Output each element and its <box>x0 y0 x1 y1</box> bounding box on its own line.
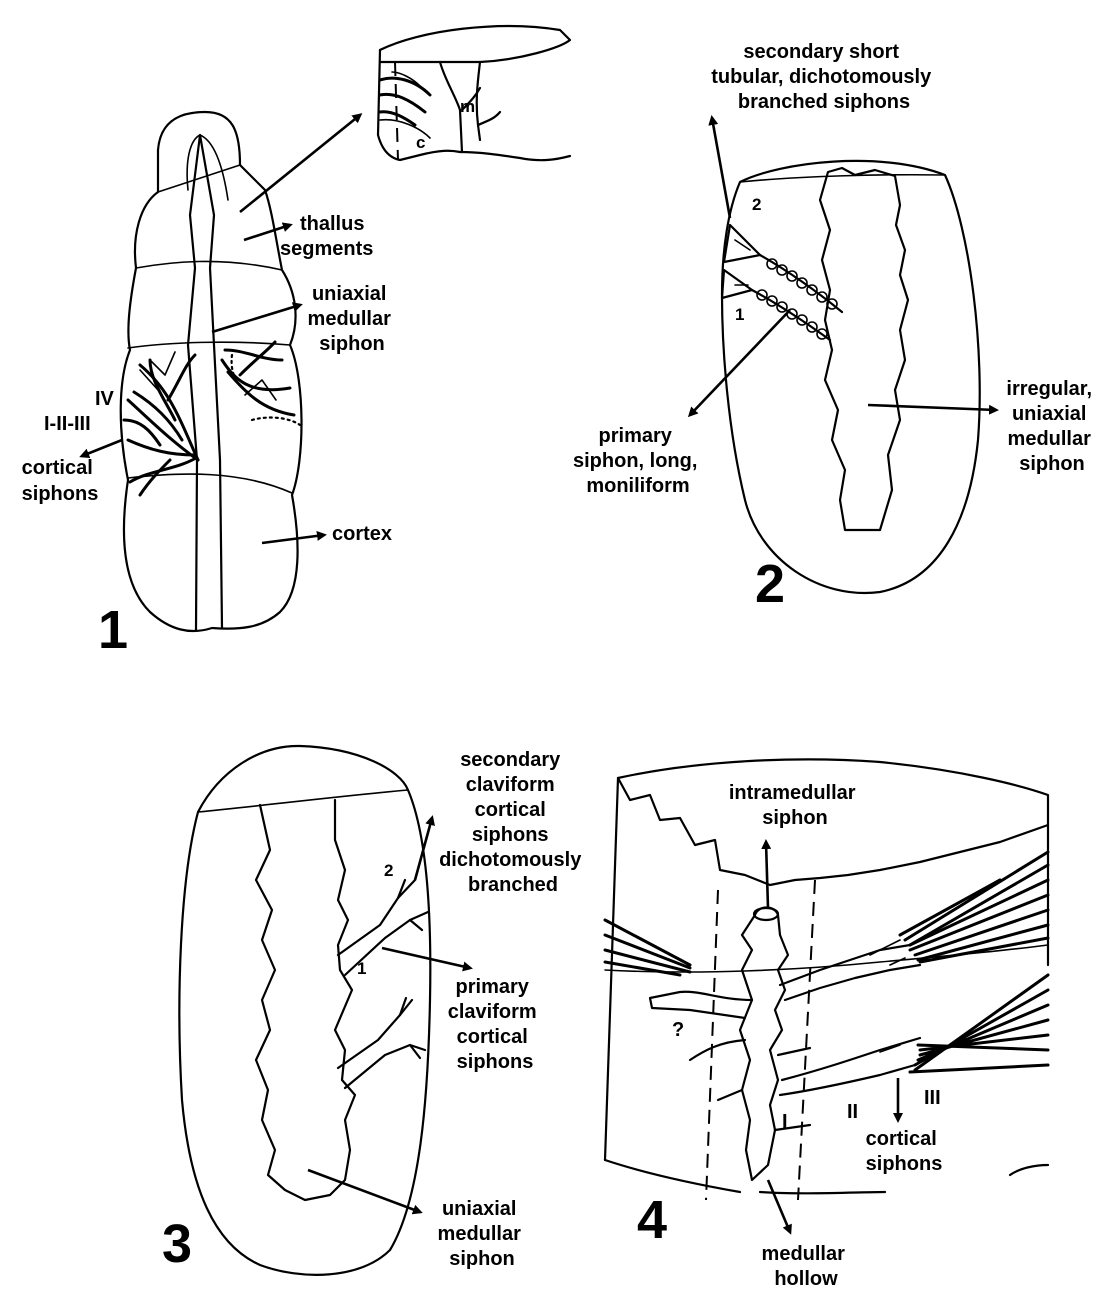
inset-detail: m c <box>378 26 570 160</box>
label-number-2: 2 <box>384 861 393 880</box>
pointer-inset <box>240 115 360 212</box>
label-number-1: 1 <box>357 959 366 978</box>
panel-3: secondary claviform cortical siphons dic… <box>162 746 587 1275</box>
segment-outline <box>179 746 430 1275</box>
panel-4: intramedullar siphon ? I II III cortical… <box>605 759 1048 1290</box>
label-question: ? <box>672 1019 684 1041</box>
siphon-opening <box>754 908 778 920</box>
label-secondary-short-tubular: secondary short tubular, dichotomously b… <box>711 41 937 113</box>
cortical-siphons-right <box>222 342 294 415</box>
pointer-primary <box>690 310 790 415</box>
label-i-ii-iii: I-II-III <box>44 413 91 435</box>
panel-number-4: 4 <box>637 1190 667 1250</box>
label-uniaxial-medullar-siphon-3: uniaxial medullar siphon <box>438 1198 527 1270</box>
pointer-medullar-hollow <box>768 1180 790 1232</box>
cortical-siphons-fan-left <box>605 920 690 975</box>
segment-boundary <box>158 165 240 192</box>
pointer-primary-claviform <box>382 948 470 968</box>
label-cortical-siphons-4: cortical siphons <box>866 1128 943 1175</box>
label-primary-siphon: primary siphon, long, moniliform <box>573 425 703 497</box>
label-uniaxial-medullar-siphon: uniaxial medullar siphon <box>308 283 397 355</box>
inset-label-c: c <box>416 133 425 152</box>
label-number-2: 2 <box>752 195 761 214</box>
segment-boundary <box>128 342 290 348</box>
panel-2: secondary short tubular, dichotomously b… <box>573 41 1098 614</box>
medullar-siphon <box>188 135 222 630</box>
pointer-secondary-claviform <box>415 818 432 880</box>
panel-1: m c thallus segments uniaxial medullar s… <box>22 26 570 660</box>
pointer-intramedullar <box>766 842 768 908</box>
pointer-uniaxial-3 <box>308 1170 420 1212</box>
label-number-1: 1 <box>735 305 744 324</box>
label-medullar-hollow: medullar hollow <box>762 1243 851 1290</box>
medullar-hollow-wall <box>798 880 815 1200</box>
pointer-secondary <box>712 118 730 218</box>
label-cortex: cortex <box>332 523 392 545</box>
label-irregular-uniaxial: irregular, uniaxial medullar siphon <box>1006 378 1097 475</box>
segment-boundary <box>740 175 945 182</box>
panel-number-2: 2 <box>755 554 785 614</box>
intramedullar-siphon <box>740 908 788 1181</box>
label-numeral-iii: III <box>924 1087 941 1109</box>
claviform-siphons <box>338 880 428 1088</box>
label-primary-claviform: primary claviform cortical siphons <box>448 976 543 1073</box>
label-numeral-ii: II <box>847 1101 858 1123</box>
cortical-siphons-fan <box>870 852 1048 1072</box>
pointer-cortex <box>262 535 324 543</box>
pointer-irregular <box>868 405 996 410</box>
dotted-boundary <box>252 418 300 425</box>
label-secondary-claviform: secondary claviform cortical siphons dic… <box>439 749 587 896</box>
segment-boundary <box>198 790 408 812</box>
segment-outline <box>722 161 980 593</box>
label-numeral-i: I <box>782 1111 788 1133</box>
block-bottom-edge <box>605 1160 1048 1193</box>
label-thallus-segments: thallus segments <box>280 213 373 260</box>
label-intramedullar-siphon: intramedullar siphon <box>729 782 861 829</box>
label-iv: IV <box>95 388 115 410</box>
irregular-medullar-siphon <box>820 168 908 530</box>
panel-number-3: 3 <box>162 1214 192 1274</box>
inset-label-m: m <box>460 97 475 116</box>
pointer-cortical <box>82 440 122 456</box>
panel-number-1: 1 <box>98 600 128 660</box>
uniaxial-medullar-siphon <box>256 800 355 1200</box>
label-cortical-siphons: cortical siphons <box>22 457 99 505</box>
secondary-siphons-tubular <box>722 225 760 298</box>
pointer-uniaxial <box>212 305 300 332</box>
